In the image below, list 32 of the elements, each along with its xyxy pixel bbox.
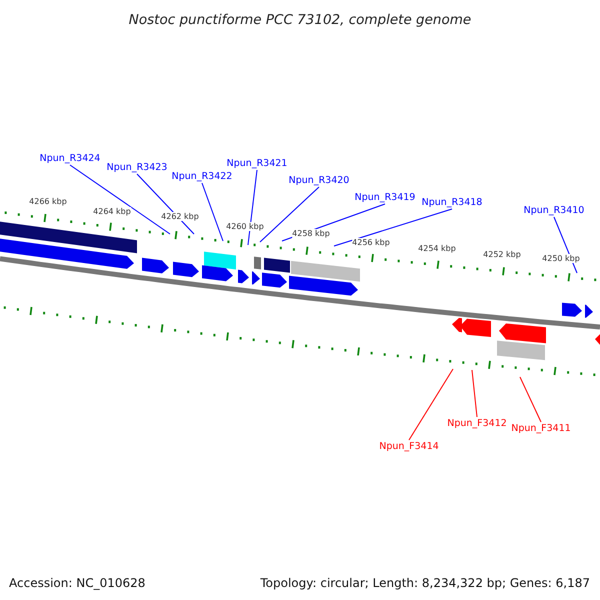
leader-line: [408, 368, 454, 440]
scale-label: 4266 kbp: [29, 197, 67, 206]
leader-line: [520, 376, 542, 422]
gene-label: Npun_F3412: [447, 417, 507, 430]
gene-label: Npun_R3421: [226, 157, 288, 170]
gene-label: Npun_R3419: [354, 191, 416, 204]
scale-label: 4250 kbp: [542, 254, 580, 263]
leader-line: [260, 186, 320, 242]
leader-line: [202, 182, 224, 242]
scale-label: 4258 kbp: [292, 229, 330, 238]
leader-line: [248, 170, 258, 246]
gene-label: Npun_R3410: [524, 204, 584, 217]
title: Nostoc punctiforme PCC 73102, complete genome: [128, 11, 472, 30]
gene-label: Npun_R3423: [106, 161, 168, 174]
scale-label: 4256 kbp: [352, 238, 390, 247]
scale-label: 4264 kbp: [93, 207, 131, 216]
leader-line: [334, 208, 452, 246]
scale-label: 4262 kbp: [161, 212, 199, 221]
gene-label: Npun_R3418: [422, 196, 482, 209]
accession-text: Accession: NC_010628: [9, 575, 146, 592]
gene-label: Npun_R3422: [172, 170, 232, 183]
leader-line: [472, 370, 478, 418]
gene-label: Npun_F3411: [511, 422, 571, 435]
gene-label: Npun_R3420: [288, 174, 350, 187]
scale-label: 4254 kbp: [418, 244, 456, 253]
leader-line: [70, 164, 170, 234]
gene-label: Npun_R3424: [40, 152, 100, 165]
scale-label: 4260 kbp: [226, 222, 264, 231]
scale-label: 4252 kbp: [483, 250, 521, 259]
gene-label: Npun_F3414: [379, 440, 439, 453]
leader-line: [554, 216, 578, 274]
genome-info-text: Topology: circular; Length: 8,234,322 bp; Genes: 6,187: [260, 575, 590, 592]
